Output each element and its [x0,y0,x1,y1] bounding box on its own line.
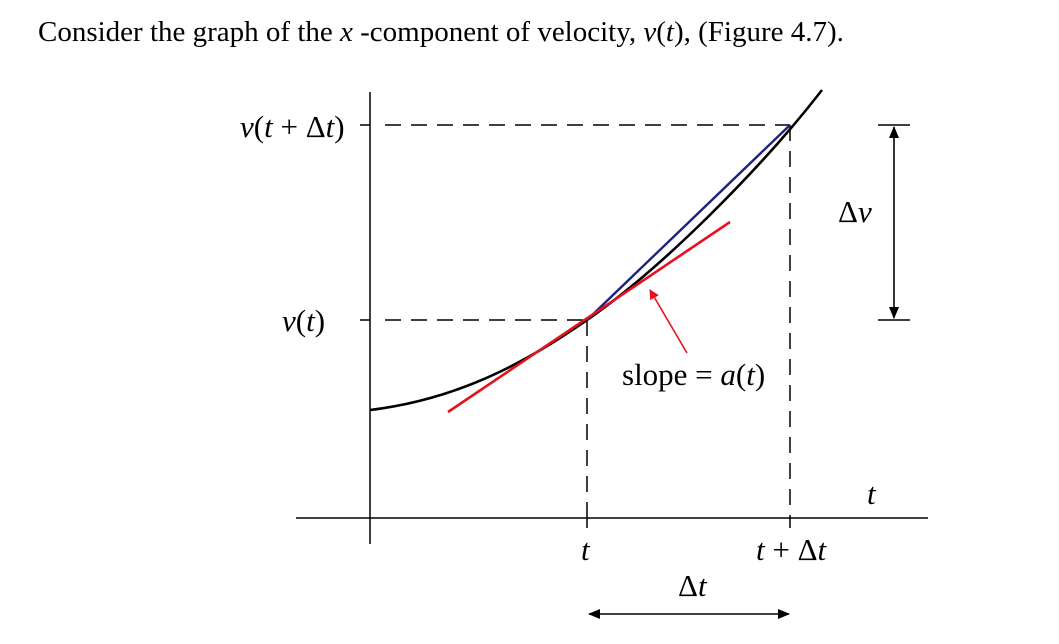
intro-prefix: Consider the graph of the [38,16,341,48]
label-t-tick: t [581,532,591,567]
tangent-line [447,220,731,414]
intro-middle: -component of velocity, [352,16,644,48]
slope-pointer-arrow [649,289,688,354]
label-slope: slope = a(t) [622,357,765,392]
label-v-t-dt: v(t + Δt) [240,109,345,144]
intro-x: x [340,16,353,48]
label-t-axis: t [867,476,877,511]
label-delta-v: Δv [838,194,872,229]
label-delta-t: Δt [678,568,708,603]
secant-line [586,124,791,321]
intro-t: t [665,16,674,48]
intro-sentence: Consider the graph of the x -component o… [38,14,844,50]
label-t-dt-tick: t + Δt [756,532,828,567]
intro-paren-close: ) [673,16,684,48]
label-v-t: v(t) [282,303,325,338]
intro-paren-open: ( [656,16,666,48]
intro-suffix: , (Figure 4.7). [683,16,844,48]
intro-v: v [643,16,657,48]
